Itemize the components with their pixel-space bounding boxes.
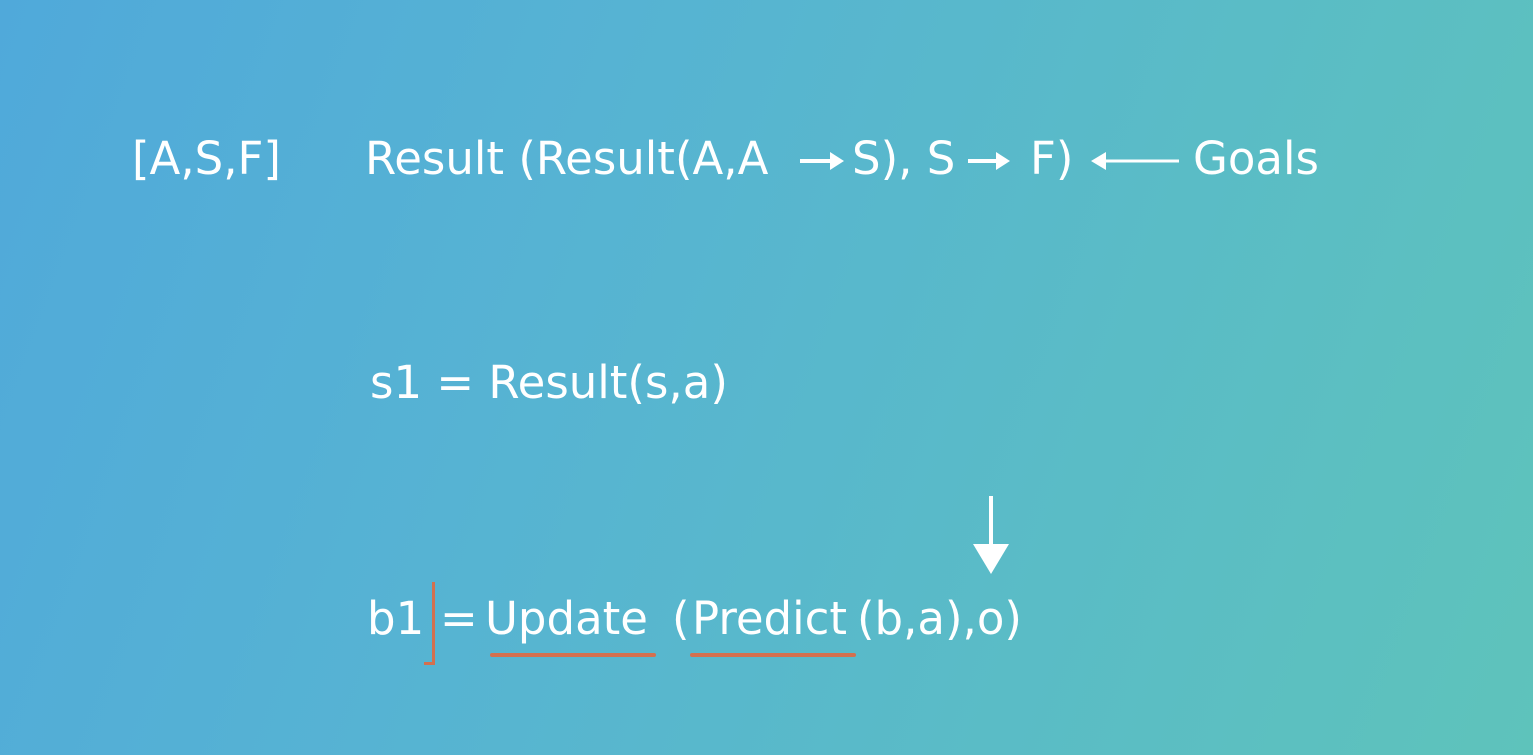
right-arrow-icon (800, 152, 844, 170)
predict-arguments: (b,a),o) (857, 592, 1022, 645)
result-expression-middle: S), S (852, 132, 956, 185)
belief-variable: b1 (367, 592, 425, 645)
result-expression-end: F) (1030, 132, 1074, 185)
down-arrow-icon (973, 496, 1009, 574)
belief-marker (424, 582, 435, 665)
goals-label: Goals (1193, 132, 1319, 185)
predict-underline (690, 653, 856, 657)
update-underline (490, 653, 656, 657)
predict-term: Predict (692, 592, 847, 645)
successor-state-formula: s1 = Result(s,a) (370, 356, 728, 409)
right-arrow-icon (968, 152, 1010, 170)
update-term: Update (485, 592, 648, 645)
left-arrow-icon (1091, 152, 1179, 170)
equals-sign: = (440, 592, 478, 645)
state-sequence: [A,S,F] (132, 132, 281, 185)
open-paren: ( (672, 592, 690, 645)
result-expression: Result (Result(A,A (365, 132, 769, 185)
